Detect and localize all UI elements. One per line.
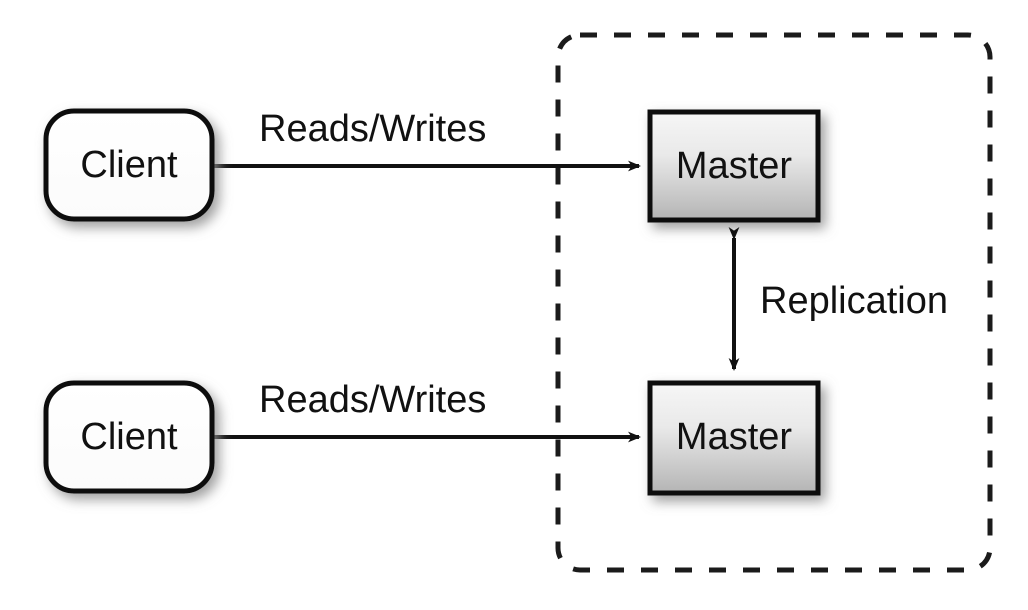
master-top-shape: [647, 109, 821, 223]
node-master-top[interactable]: Master: [647, 109, 821, 223]
node-master-bottom[interactable]: Master: [647, 380, 821, 496]
master-top-label: Master: [676, 145, 792, 187]
client-bottom-label: Client: [80, 416, 178, 458]
client-top-label: Client: [80, 144, 178, 186]
edge-label-replication: Replication: [760, 280, 948, 322]
edge-label-reads-writes-top: Reads/Writes: [259, 108, 486, 150]
node-client-bottom[interactable]: Client: [43, 380, 215, 494]
node-client-top[interactable]: Client: [43, 108, 215, 222]
master-bottom-shape: [647, 380, 821, 496]
client-top-shape: [43, 108, 215, 222]
master-bottom-label: Master: [676, 416, 792, 458]
client-bottom-shape: [43, 380, 215, 494]
edge-label-reads-writes-bottom: Reads/Writes: [259, 379, 486, 421]
